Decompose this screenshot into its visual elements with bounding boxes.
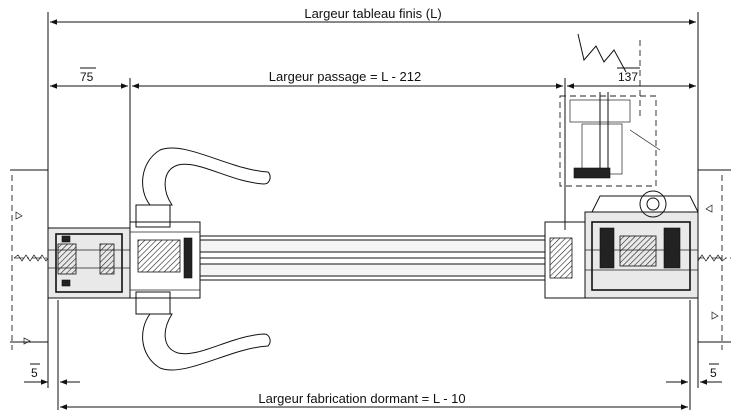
left-offset-label: 75 (80, 70, 94, 84)
right-offset-label: 137 (618, 70, 638, 84)
door-handle-bottom (142, 313, 271, 371)
left-wall (10, 169, 49, 388)
upper-hardware-detail (559, 33, 661, 187)
passage-dimension: 75 Largeur passage = L - 212 137 (50, 67, 696, 230)
right-frame-profile (544, 190, 699, 299)
left-frame-profile (47, 204, 201, 315)
right-wall (697, 169, 731, 388)
door-handle-top (142, 147, 271, 206)
left-gap-label: 5 (31, 366, 38, 380)
right-gap-label: 5 (710, 366, 717, 380)
passage-width-label: Largeur passage = L - 212 (269, 69, 421, 84)
glazing-panel (199, 235, 546, 281)
overall-width-dimension: Largeur tableau finis (L) (47, 6, 699, 200)
overall-width-label: Largeur tableau finis (L) (304, 6, 441, 21)
fabrication-dimension: 5 5 Largeur fabrication dormant = L - 10 (24, 300, 722, 410)
fabrication-width-label: Largeur fabrication dormant = L - 10 (258, 391, 465, 406)
